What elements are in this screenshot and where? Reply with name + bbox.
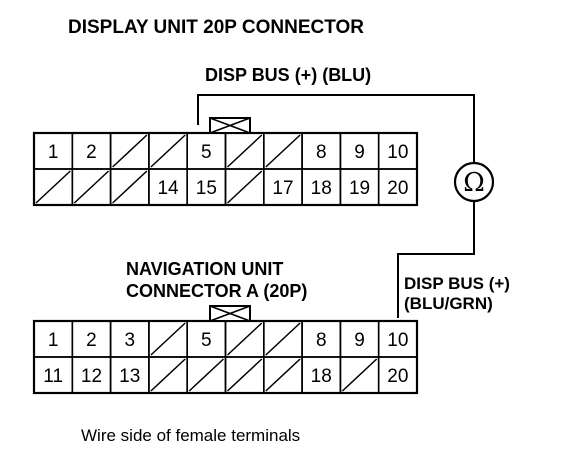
empty-terminal-slash <box>226 358 263 392</box>
empty-terminal-slash <box>341 358 378 392</box>
empty-terminal-slash <box>35 170 71 204</box>
terminal-number: 19 <box>349 178 370 199</box>
latch-cross <box>209 305 251 322</box>
terminal-number: 2 <box>86 330 97 351</box>
terminal-number: 17 <box>272 178 293 199</box>
empty-terminal-slash <box>226 322 263 356</box>
terminal-number: 12 <box>81 366 102 387</box>
terminal-number: 10 <box>387 330 408 351</box>
empty-terminal-slash <box>150 322 186 356</box>
terminal-number: 15 <box>196 178 217 199</box>
empty-terminal-slash <box>226 170 263 204</box>
terminal-number: 18 <box>311 366 332 387</box>
terminal-20 <box>377 168 418 206</box>
caption: Wire side of female terminals <box>81 426 300 445</box>
terminal-number: 18 <box>311 178 332 199</box>
right-wire-label-line1: DISP BUS (+) <box>404 274 510 293</box>
terminal-number: 8 <box>316 330 327 351</box>
empty-terminal-slash <box>112 134 148 168</box>
terminal-number: 9 <box>354 330 365 351</box>
test-wire-lower <box>397 201 475 318</box>
empty-terminal-slash <box>265 322 301 356</box>
empty-terminal-slash <box>226 134 263 168</box>
terminal-number: 8 <box>316 142 327 163</box>
terminal-number: 3 <box>124 330 135 351</box>
empty-terminal-slash <box>188 358 225 392</box>
empty-terminal-slash <box>265 358 301 392</box>
terminal-number: 5 <box>201 142 212 163</box>
nav-label-line2: CONNECTOR A (20P) <box>126 281 307 301</box>
terminal-number: 1 <box>48 142 59 163</box>
terminal-number: 9 <box>354 142 365 163</box>
latch-cross <box>209 117 251 134</box>
terminal-number: 14 <box>157 178 179 199</box>
ohm-symbol: Ω <box>463 168 485 198</box>
terminal-number: 5 <box>201 330 212 351</box>
terminal-20 <box>377 356 418 394</box>
terminal-number: 13 <box>119 366 140 387</box>
empty-terminal-slash <box>150 134 186 168</box>
right-wire-label-line2: (BLU/GRN) <box>404 294 493 313</box>
terminal-number: 2 <box>86 142 97 163</box>
terminal-number: 11 <box>43 366 63 387</box>
empty-terminal-slash <box>150 358 186 392</box>
terminal-number: 20 <box>387 366 408 387</box>
terminal-number: 20 <box>387 178 408 199</box>
diagram-title: DISPLAY UNIT 20P CONNECTOR <box>68 17 364 38</box>
empty-terminal-slash <box>112 170 148 204</box>
top-wire-label: DISP BUS (+) (BLU) <box>205 65 371 85</box>
terminal-number: 10 <box>387 142 408 163</box>
terminal-number: 1 <box>48 330 59 351</box>
empty-terminal-slash <box>73 170 110 204</box>
nav-label-line1: NAVIGATION UNIT <box>126 259 283 279</box>
test-wire <box>197 94 475 162</box>
empty-terminal-slash <box>265 134 301 168</box>
display-unit-connector: 1 2 5 8 9 10 14 15 17 18 19 20 <box>32 117 419 207</box>
